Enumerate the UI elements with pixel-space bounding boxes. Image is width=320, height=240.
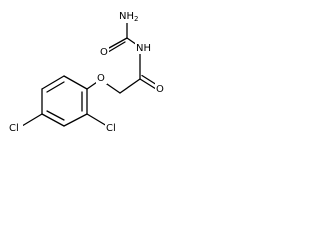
bonds [21, 22, 158, 127]
bond-ring-2-3 [63, 113, 88, 127]
bond-ring-inner-a [46, 81, 65, 93]
atom-o-urea-label: O [100, 47, 108, 58]
structure-canvas: NH2 O NH O O Cl Cl [8, 9, 166, 134]
bond-ring-cl-right [86, 113, 108, 127]
atom-nh: NH [135, 42, 152, 54]
bond-ring-5-6 [41, 75, 65, 90]
bond-c2-o-amide-b [141, 74, 158, 86]
atom-cl-left-label: Cl [9, 123, 19, 134]
atom-nh-label: NH [136, 43, 151, 54]
atom-labels: NH2 O NH O O Cl Cl [8, 9, 166, 134]
atom-cl-right-label: Cl [106, 123, 116, 134]
atom-o-amide: O [155, 83, 166, 95]
atom-o-ether-label: O [97, 73, 105, 84]
bond-c2-ch2 [119, 78, 141, 94]
bond-ring-6-1 [63, 75, 88, 90]
svg-text:NH2: NH2 [119, 11, 138, 23]
bond-ring-inner-c [46, 110, 65, 121]
atom-cl-left: Cl [8, 122, 23, 134]
atom-cl-right: Cl [105, 122, 120, 134]
atom-nh2-label: NH [119, 11, 134, 22]
bond-ring-cl-left [21, 113, 43, 127]
atom-o-ether: O [96, 72, 107, 84]
atom-nh2: NH2 [118, 9, 140, 23]
bond-c1-o-top-b [108, 41, 126, 53]
atom-o-amide-label: O [156, 84, 164, 95]
bond-c2-o-amide-a [139, 78, 157, 90]
atom-o-urea: O [99, 46, 109, 58]
bond-ring-3-4 [41, 113, 65, 127]
atom-nh2-subscript: 2 [134, 15, 138, 23]
bond-c1-o-top-a [108, 37, 128, 49]
